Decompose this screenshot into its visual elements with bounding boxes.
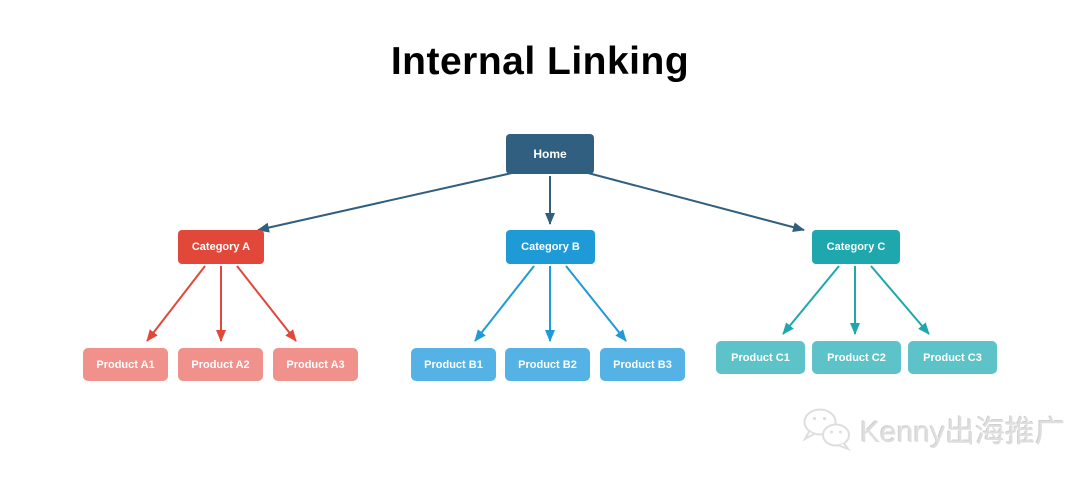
arrow-category-c-to-product-c1 <box>782 265 840 335</box>
node-category-a: Category A <box>178 230 264 264</box>
wechat-icon <box>802 408 851 452</box>
arrow-group-category-c <box>782 265 930 335</box>
node-home: Home <box>506 134 594 174</box>
arrow-category-c-to-product-c3 <box>870 265 930 335</box>
node-product-a2: Product A2 <box>178 348 263 381</box>
arrow-category-a-to-product-a1 <box>146 265 206 342</box>
node-product-c2: Product C2 <box>812 341 901 374</box>
arrow-home-to-category-c <box>587 172 805 233</box>
node-product-a3: Product A3 <box>273 348 358 381</box>
watermark-text: Kenny出海推广 <box>860 416 1066 449</box>
diagram-title: Internal Linking <box>390 40 690 83</box>
node-category-b: Category B <box>506 230 595 264</box>
node-product-c1: Product C1 <box>716 341 805 374</box>
node-product-b3: Product B3 <box>600 348 685 381</box>
arrow-category-a-to-product-a3 <box>236 265 297 342</box>
node-category-c: Category C <box>812 230 900 264</box>
arrow-category-b-to-product-b3 <box>565 265 627 342</box>
arrow-group-category-b <box>474 265 627 342</box>
arrow-group-category-a <box>146 265 297 342</box>
node-product-b2: Product B2 <box>505 348 590 381</box>
arrow-home-to-category-a <box>257 172 513 233</box>
node-product-a1: Product A1 <box>83 348 168 381</box>
node-product-c3: Product C3 <box>908 341 997 374</box>
arrow-group-home <box>257 172 805 233</box>
watermark: Kenny出海推广 <box>800 406 1065 452</box>
node-product-b1: Product B1 <box>411 348 496 381</box>
arrow-category-b-to-product-b1 <box>474 265 535 342</box>
